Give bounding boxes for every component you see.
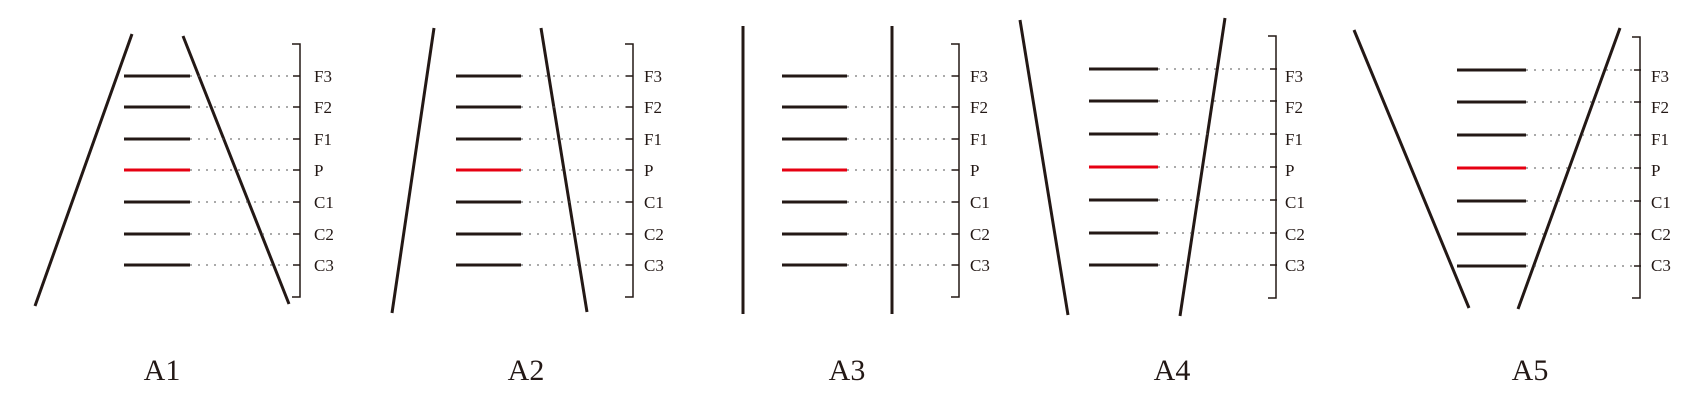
level-row: C2 — [456, 225, 664, 244]
level-label: F3 — [314, 67, 332, 86]
left-boundary-line — [1018, 19, 1070, 316]
level-label: F1 — [1651, 130, 1669, 149]
level-bracket — [292, 43, 301, 298]
right-boundary-line — [1516, 27, 1622, 310]
level-row: F3 — [1457, 67, 1669, 86]
level-label: C3 — [644, 256, 664, 275]
level-row: F2 — [456, 98, 662, 117]
level-row-highlight: P — [124, 161, 323, 180]
right-boundary-line — [1178, 17, 1227, 317]
level-bracket — [1268, 35, 1277, 299]
level-row: F2 — [782, 98, 988, 117]
level-row-highlight: P — [782, 161, 979, 180]
level-label: F2 — [1651, 98, 1669, 117]
level-row-highlight: P — [1089, 161, 1294, 180]
level-row: C3 — [782, 256, 990, 275]
level-label: F3 — [1285, 67, 1303, 86]
level-label: C3 — [314, 256, 334, 275]
level-row: C1 — [124, 193, 334, 212]
level-row: F3 — [124, 67, 332, 86]
panel-label: A5 — [1512, 354, 1549, 387]
level-row: F1 — [456, 130, 662, 149]
level-bracket — [625, 43, 634, 298]
panel-a1: F3 F2 F1 P C1 C — [33, 33, 334, 387]
left-boundary-line — [33, 33, 134, 307]
level-bracket — [951, 43, 960, 298]
level-row: F3 — [456, 67, 662, 86]
level-label: F3 — [1651, 67, 1669, 86]
level-label: F1 — [1285, 130, 1303, 149]
level-label: C1 — [314, 193, 334, 212]
level-row: F2 — [124, 98, 332, 117]
level-label: P — [314, 161, 323, 180]
level-row: F2 — [1457, 98, 1669, 117]
level-bracket — [1632, 36, 1641, 299]
level-row: C1 — [1457, 193, 1671, 212]
level-label: C3 — [1651, 256, 1671, 275]
left-boundary-line — [1352, 29, 1471, 309]
panel-label: A1 — [144, 354, 181, 387]
level-label: F3 — [970, 67, 988, 86]
level-row: F2 — [1089, 98, 1303, 117]
level-label: F2 — [314, 98, 332, 117]
level-label: F1 — [970, 130, 988, 149]
level-row-highlight: P — [456, 161, 653, 180]
panel-label: A3 — [829, 354, 866, 387]
panel-label: A4 — [1154, 354, 1191, 387]
level-label: C3 — [1285, 256, 1305, 275]
level-label: C2 — [314, 225, 334, 244]
level-row-highlight: P — [1457, 161, 1660, 180]
level-label: P — [644, 161, 653, 180]
level-row: C3 — [456, 256, 664, 275]
level-label: C2 — [644, 225, 664, 244]
level-label: C3 — [970, 256, 990, 275]
level-label: C2 — [1651, 225, 1671, 244]
panel-a2: F3 F2 F1 P C1 C — [390, 27, 664, 387]
level-label: P — [970, 161, 979, 180]
panel-a5: F3 F2 F1 P C1 C — [1352, 27, 1671, 387]
level-row: F1 — [782, 130, 988, 149]
level-row: F1 — [124, 130, 332, 149]
level-label: F1 — [314, 130, 332, 149]
level-row: C3 — [124, 256, 334, 275]
level-label: P — [1285, 161, 1294, 180]
level-row: C1 — [782, 193, 990, 212]
level-label: P — [1651, 161, 1660, 180]
level-row: F1 — [1089, 130, 1303, 149]
level-row: C2 — [1457, 225, 1671, 244]
level-label: F3 — [644, 67, 662, 86]
level-label: F1 — [644, 130, 662, 149]
level-row: C1 — [1089, 193, 1305, 212]
level-label: C1 — [644, 193, 664, 212]
panel-label: A2 — [508, 354, 545, 387]
level-label: C2 — [1285, 225, 1305, 244]
right-boundary-line — [539, 27, 589, 313]
level-row: F3 — [1089, 67, 1303, 86]
level-label: C1 — [1651, 193, 1671, 212]
panel-a3: F3 F2 F1 P C1 C — [741, 26, 990, 387]
level-label: F2 — [970, 98, 988, 117]
level-row: C2 — [124, 225, 334, 244]
level-row: C3 — [1089, 256, 1305, 275]
level-label: C1 — [1285, 193, 1305, 212]
level-label: F2 — [1285, 98, 1303, 117]
level-row: F3 — [782, 67, 988, 86]
right-boundary-line — [181, 35, 291, 305]
level-label: C2 — [970, 225, 990, 244]
level-row: C1 — [456, 193, 664, 212]
level-row: F1 — [1457, 130, 1669, 149]
level-label: F2 — [644, 98, 662, 117]
level-label: C1 — [970, 193, 990, 212]
level-row: C2 — [1089, 225, 1305, 244]
left-boundary-line — [390, 27, 436, 314]
level-row: C2 — [782, 225, 990, 244]
level-row: C3 — [1457, 256, 1671, 275]
panel-a4: F3 F2 F1 P C1 C — [1018, 17, 1305, 387]
